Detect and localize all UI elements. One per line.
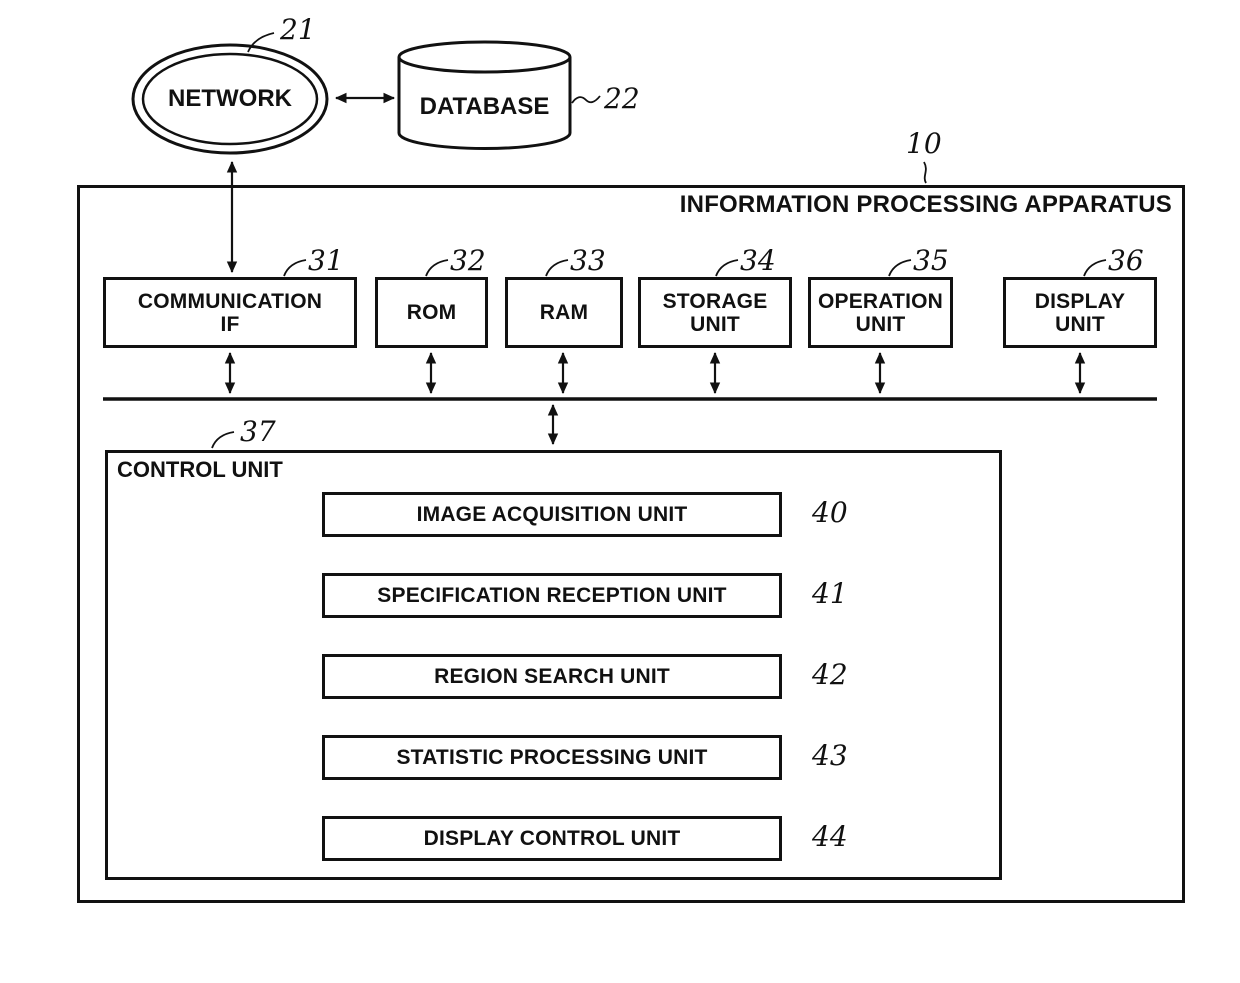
ref-37: 37	[240, 415, 276, 448]
ref-10: 10	[906, 127, 942, 160]
storage-unit-label-line1: STORAGE	[662, 289, 768, 313]
display-unit-label-line1: DISPLAY	[1034, 289, 1126, 313]
ref-44: 44	[812, 820, 848, 853]
region-search-unit-label: REGION SEARCH UNIT	[434, 664, 670, 688]
display-control-unit-label: DISPLAY CONTROL UNIT	[423, 826, 681, 850]
statistic-processing-unit-box: STATISTIC PROCESSING UNIT	[322, 735, 782, 780]
leader-10	[923, 161, 927, 184]
ref-42: 42	[812, 658, 848, 691]
operation-unit-label-line1: OPERATION	[817, 289, 944, 313]
ref-36: 36	[1108, 244, 1144, 277]
ref-22: 22	[604, 82, 640, 115]
region-search-unit-box: REGION SEARCH UNIT	[322, 654, 782, 699]
ram-label: RAM	[539, 301, 589, 324]
display-control-unit-box: DISPLAY CONTROL UNIT	[322, 816, 782, 861]
communication-if-label-line2: IF	[220, 312, 240, 336]
ref-35: 35	[913, 244, 949, 277]
display-unit-label-line2: UNIT	[1055, 312, 1105, 336]
operation-unit-box: OPERATION UNIT	[808, 277, 953, 348]
display-unit-box: DISPLAY UNIT	[1003, 277, 1157, 348]
communication-if-box: COMMUNICATION IF	[103, 277, 357, 348]
storage-unit-box: STORAGE UNIT	[638, 277, 792, 348]
network-label: NETWORK	[168, 85, 292, 112]
specification-reception-unit-label: SPECIFICATION RECEPTION UNIT	[377, 583, 727, 607]
storage-unit-label-line2: UNIT	[690, 312, 740, 336]
ref-40: 40	[812, 496, 848, 529]
database-label: DATABASE	[419, 93, 550, 120]
operation-unit-label-line2: UNIT	[855, 312, 906, 336]
statistic-processing-unit-label: STATISTIC PROCESSING UNIT	[396, 745, 708, 769]
apparatus-title: INFORMATION PROCESSING APPARATUS	[679, 191, 1172, 218]
leader-22	[571, 95, 601, 104]
ref-41: 41	[812, 577, 848, 610]
database-cylinder-top	[397, 40, 572, 74]
rom-label: ROM	[406, 301, 457, 324]
ref-32: 32	[450, 244, 486, 277]
communication-if-label-line1: COMMUNICATION	[137, 289, 323, 313]
image-acquisition-unit-label: IMAGE ACQUISITION UNIT	[416, 502, 688, 526]
control-unit-label: CONTROL UNIT	[117, 457, 283, 482]
ref-43: 43	[812, 739, 848, 772]
ram-box: RAM	[505, 277, 623, 348]
image-acquisition-unit-box: IMAGE ACQUISITION UNIT	[322, 492, 782, 537]
rom-box: ROM	[375, 277, 488, 348]
ref-31: 31	[308, 244, 344, 277]
specification-reception-unit-box: SPECIFICATION RECEPTION UNIT	[322, 573, 782, 618]
ref-33: 33	[570, 244, 606, 277]
ref-34: 34	[740, 244, 776, 277]
ref-21: 21	[280, 13, 316, 46]
